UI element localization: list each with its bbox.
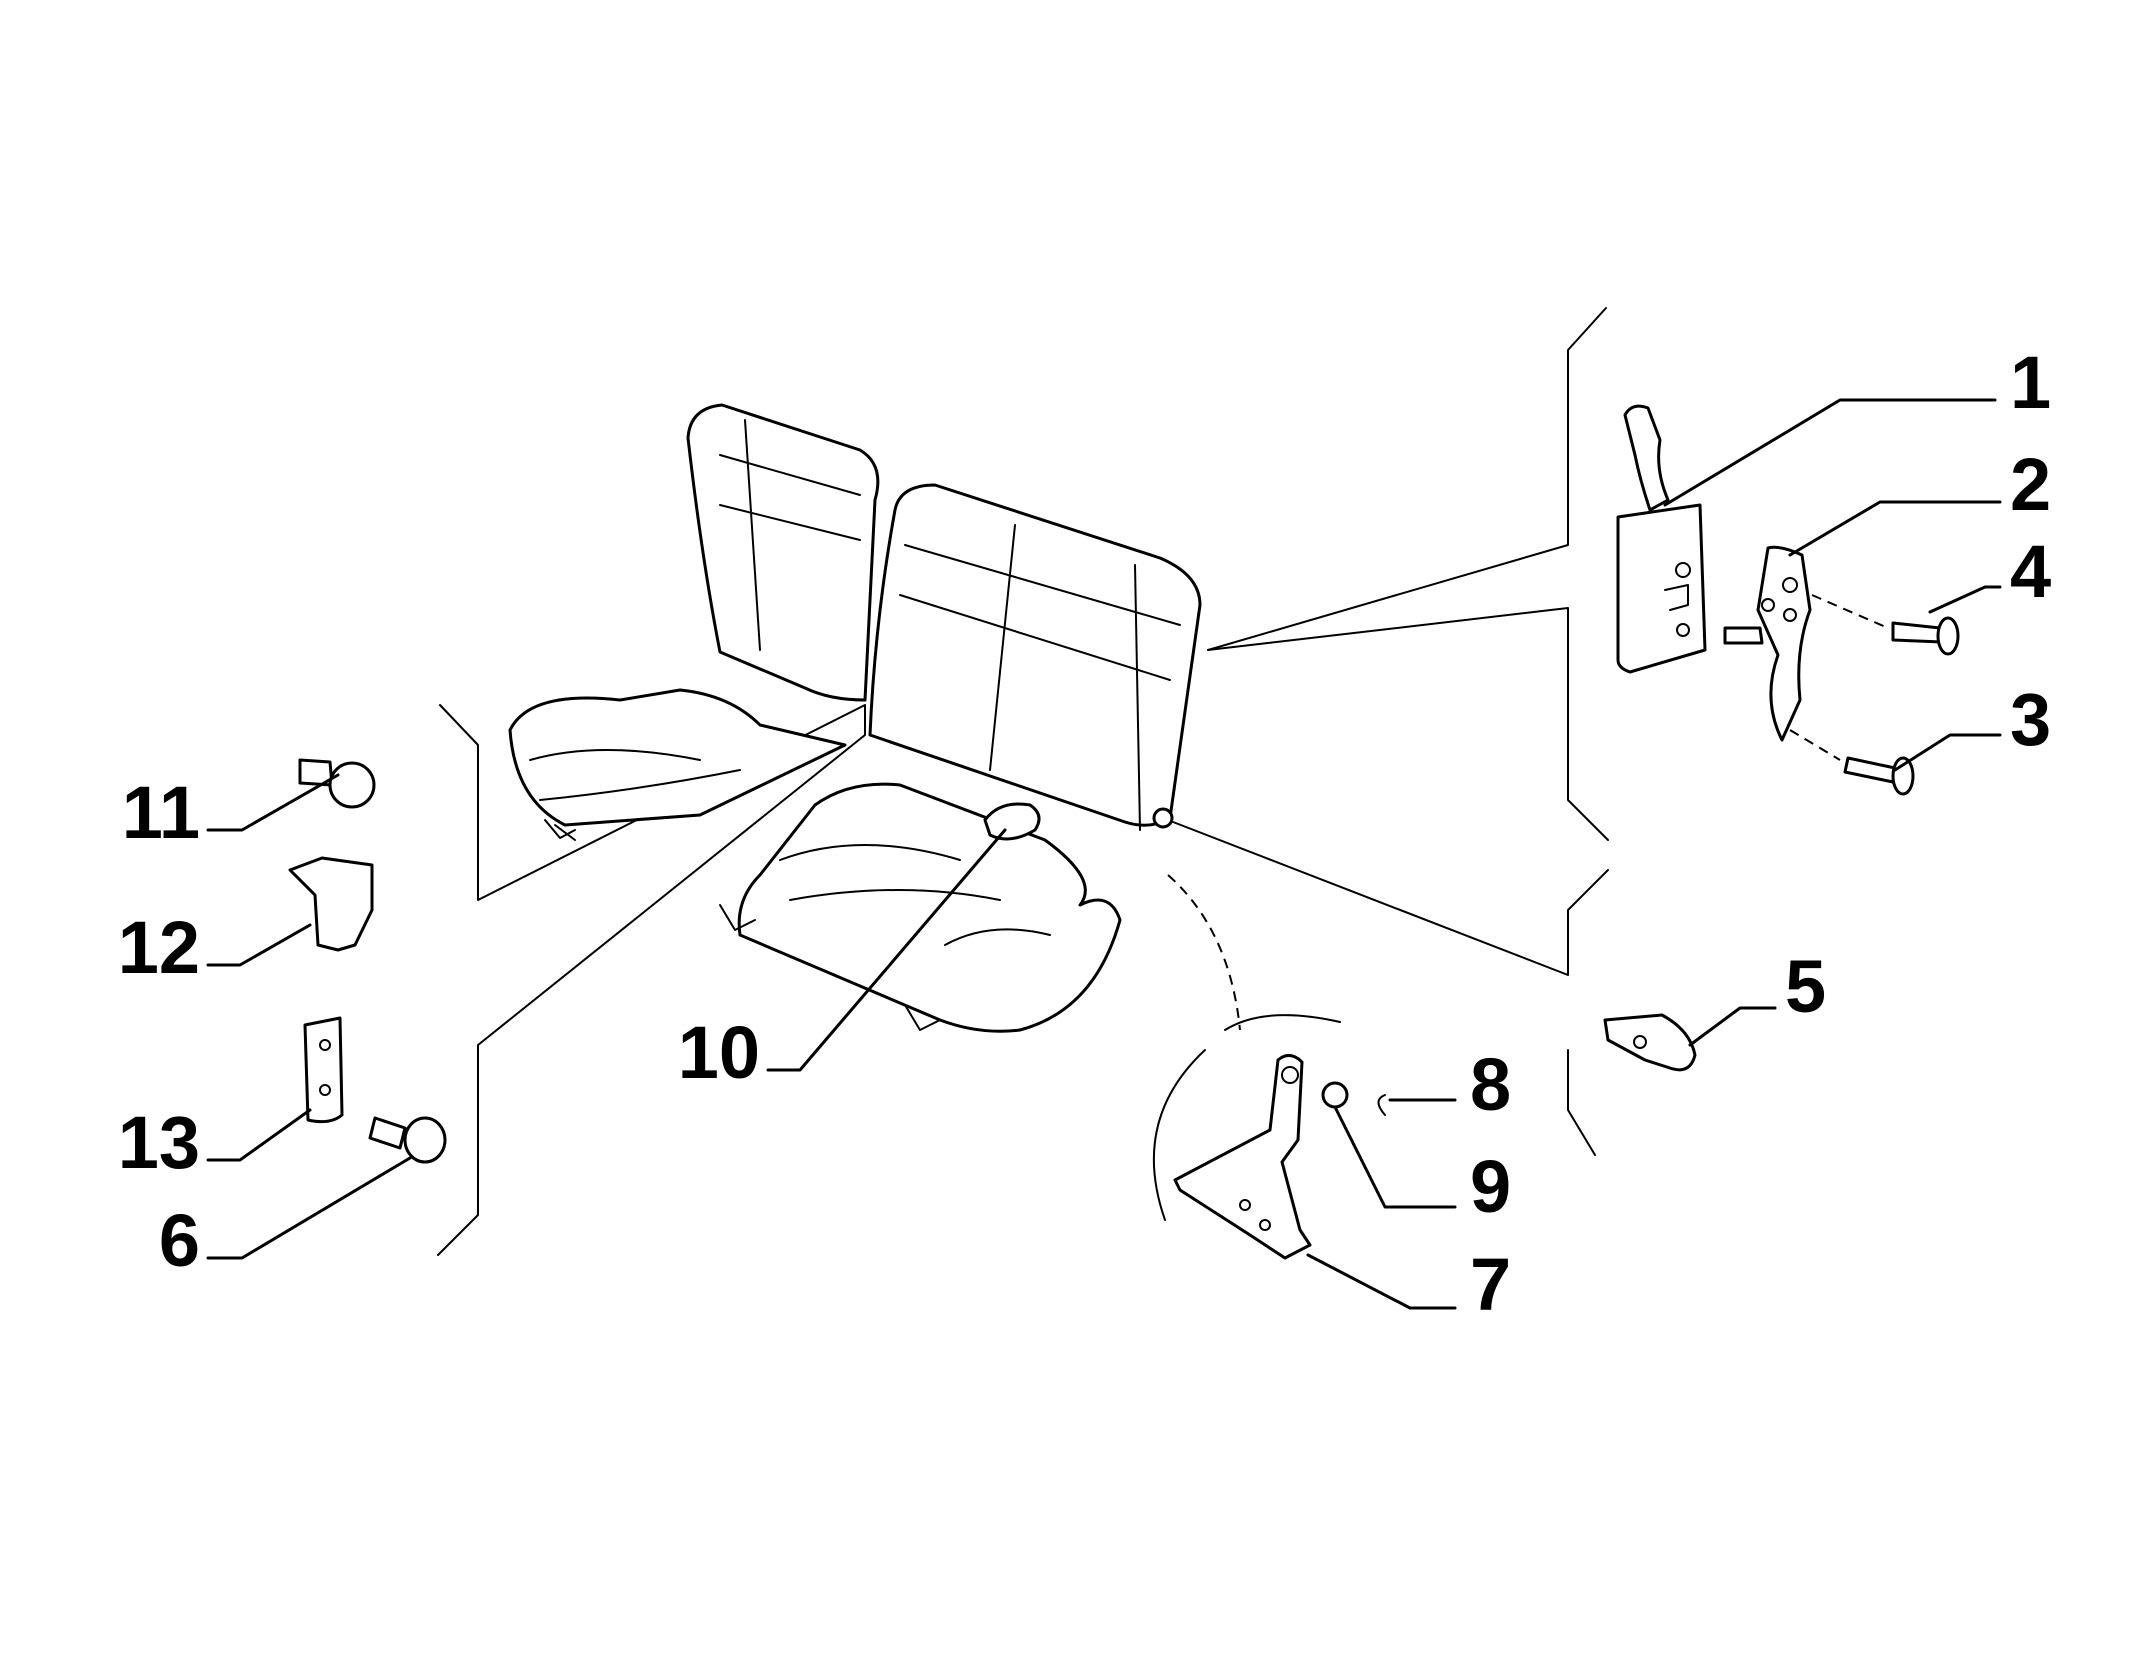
- callout-1: 1: [2010, 341, 2051, 424]
- callout-13: 13: [118, 1101, 200, 1184]
- leader-lines: [206, 398, 2002, 1310]
- left-cushion: [508, 688, 847, 827]
- bolt-4: [1891, 621, 1944, 644]
- callout-12: 12: [118, 906, 200, 989]
- frame-lines: [437, 307, 1609, 1256]
- bolt-3: [1843, 756, 1897, 784]
- callout-2: 2: [2010, 443, 2051, 526]
- callout-10: 10: [678, 1011, 760, 1094]
- callout-6: 6: [159, 1199, 200, 1282]
- trim-cover-12: [288, 856, 374, 952]
- right-backrest: [868, 483, 1202, 827]
- callout-labels: 1 2 3 4 5 6 7 8 9 10 11 12 13: [118, 341, 2051, 1326]
- rear-bench-seat: [508, 403, 1202, 1033]
- hinge-bracket: [1173, 1054, 1312, 1260]
- lock-assembly: [1616, 404, 1960, 796]
- screw-6: [368, 1116, 407, 1150]
- left-fasteners: [288, 758, 447, 1164]
- callout-7: 7: [1470, 1243, 1511, 1326]
- lock-body: [1616, 503, 1707, 674]
- callout-5: 5: [1785, 945, 1826, 1028]
- hook-5: [1603, 1013, 1697, 1072]
- plate-13: [303, 1016, 344, 1124]
- right-cushion: [737, 782, 1122, 1033]
- left-backrest: [686, 403, 880, 702]
- seat-release-loop: [983, 802, 1041, 841]
- lock-bracket: [1756, 545, 1812, 742]
- callout-3: 3: [2010, 678, 2051, 761]
- callout-4: 4: [2010, 530, 2051, 613]
- callout-8: 8: [1470, 1043, 1511, 1126]
- hinge-bracket-assembly: [1173, 1054, 1386, 1260]
- callout-11: 11: [122, 771, 200, 854]
- callout-9: 9: [1470, 1145, 1511, 1228]
